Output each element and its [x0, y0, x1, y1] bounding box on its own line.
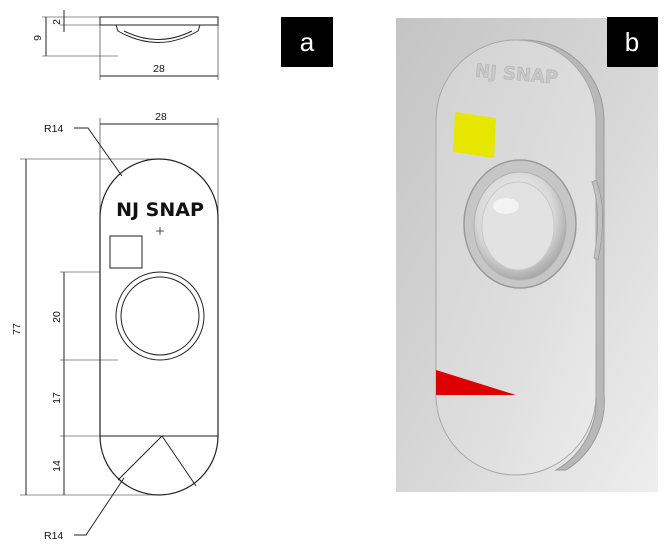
dim-side-height: 9: [32, 35, 44, 41]
front-view-lens-inner: [120, 276, 200, 356]
panel-a-drawing: [20, 10, 219, 536]
front-view-square-mark: [109, 235, 143, 269]
dim-front-length: 77: [11, 323, 23, 335]
panel-b-label: b: [607, 17, 658, 67]
panel-b-label-text: b: [625, 27, 639, 57]
render-side-clip: [591, 179, 603, 261]
dim-radius-bottom: R14: [44, 530, 63, 542]
side-view-lens-inner: [123, 30, 193, 40]
panel-a-label: a: [281, 17, 333, 67]
dim-side-width: 28: [153, 63, 165, 75]
dim-14: 14: [51, 460, 63, 472]
render-indicator-square: [453, 112, 496, 158]
side-view-plate: [99, 16, 219, 26]
panel-a-label-text: a: [300, 27, 315, 57]
side-view-lens-dome: [115, 24, 201, 43]
drawing-brand-text: NJ SNAP: [116, 199, 204, 221]
leader-radius-bottom: [74, 477, 125, 536]
dim-front-width: 28: [155, 111, 167, 123]
side-view: [42, 10, 219, 80]
front-view: [20, 118, 219, 536]
front-view-triangle-mark: [117, 435, 197, 487]
panel-b-render: NJ SNAP: [396, 18, 658, 492]
front-view-lens-outer: [115, 271, 205, 361]
leader-radius-top: [74, 127, 123, 177]
render-sector-red: [436, 370, 516, 395]
dim-20: 20: [51, 311, 63, 323]
dim-side-thickness: 2: [51, 19, 63, 25]
render-lens: [463, 159, 577, 289]
dim-17: 17: [51, 392, 63, 404]
dim-radius-top: R14: [44, 123, 63, 135]
